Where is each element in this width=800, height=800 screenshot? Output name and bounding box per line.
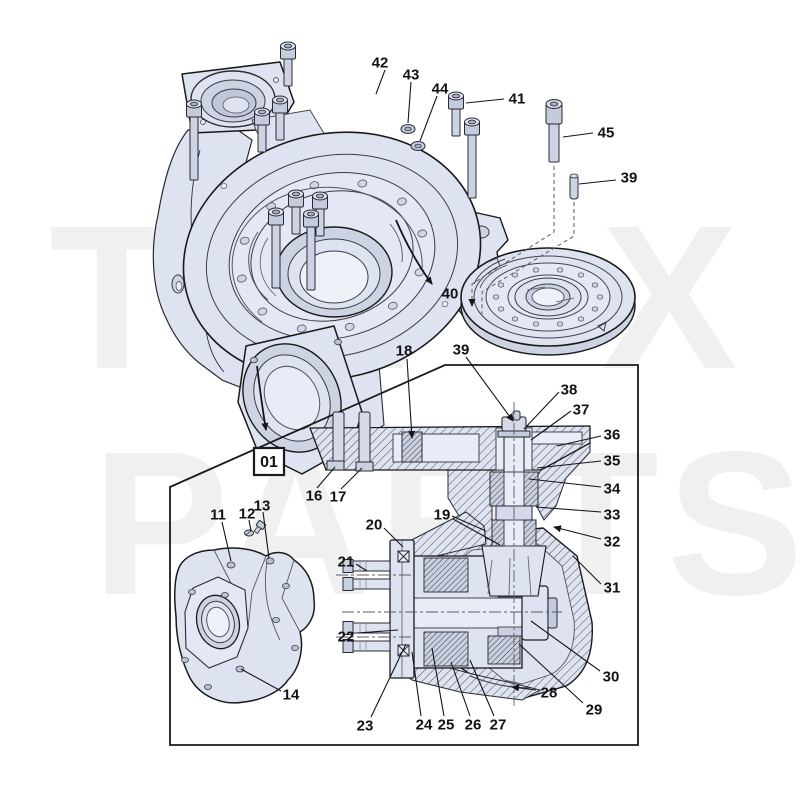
callout-label-28: 28 <box>541 685 558 702</box>
leader-line-32 <box>553 525 602 540</box>
leader-line-12 <box>248 519 252 532</box>
callout-label-26: 26 <box>465 717 482 734</box>
callout-label-12: 12 <box>239 506 256 523</box>
leader-line-25 <box>431 647 445 717</box>
arrow-to-detail-box <box>256 365 269 431</box>
leader-line-16 <box>316 466 336 489</box>
pin-39 <box>569 173 579 200</box>
leader-line-33 <box>535 506 602 513</box>
callout-label-41: 41 <box>509 91 526 108</box>
callout-label-38: 38 <box>561 382 578 399</box>
callout-label-11: 11 <box>210 507 226 524</box>
leader-line-11 <box>221 521 232 562</box>
callout-label-40: 40 <box>442 286 459 303</box>
callout-label-32: 32 <box>604 534 621 551</box>
leader-line-19 <box>451 515 487 532</box>
leader-line-17 <box>340 467 363 490</box>
callout-label-31: 31 <box>604 580 621 597</box>
callout-label-13: 13 <box>254 498 271 515</box>
callout-label-22: 22 <box>338 629 355 646</box>
callout-label-27: 27 <box>490 717 507 734</box>
callout-label-19: 19 <box>434 507 451 524</box>
arrow-to-cover-plate <box>395 219 433 285</box>
leader-line-43 <box>407 81 412 124</box>
leader-line-28 <box>511 684 537 692</box>
leader-line-14 <box>240 668 282 692</box>
leader-line-24 <box>411 651 422 717</box>
small-gearbox-housing <box>173 520 316 704</box>
leader-line-21 <box>355 563 368 572</box>
leader-line-44 <box>419 95 438 142</box>
leader-line-42 <box>375 69 386 95</box>
leader-line-39 <box>578 179 617 185</box>
leader-line-36 <box>556 435 602 447</box>
callout-label-35: 35 <box>604 453 621 470</box>
leader-line-20 <box>383 527 404 548</box>
leader-line-39 <box>465 356 514 422</box>
flange-studs <box>342 559 391 653</box>
callout-label-39: 39 <box>621 170 638 187</box>
leader-line-27 <box>469 659 495 717</box>
callout-label-39: 39 <box>453 342 470 359</box>
bolt-45 <box>545 99 563 163</box>
callout-label-33: 33 <box>604 507 621 524</box>
leader-line-35 <box>536 460 602 469</box>
cover-plate <box>460 247 636 356</box>
leader-line-38 <box>523 391 560 430</box>
leader-line-45 <box>562 132 594 138</box>
leader-line-22 <box>356 629 399 634</box>
callout-label-18: 18 <box>396 343 413 360</box>
callout-label-43: 43 <box>403 67 420 84</box>
callout-label-36: 36 <box>604 427 621 444</box>
leader-line-29 <box>518 643 584 704</box>
callout-label-24: 24 <box>416 717 433 734</box>
leader-line-41 <box>465 98 505 104</box>
leader-line-18 <box>406 358 416 439</box>
callout-label-25: 25 <box>438 717 455 734</box>
leader-line-26 <box>450 661 471 717</box>
callout-label-21: 21 <box>338 554 355 571</box>
leader-line-13 <box>262 511 270 559</box>
callout-label-14: 14 <box>283 687 300 704</box>
leader-line-23 <box>370 643 407 718</box>
callout-label-16: 16 <box>306 488 323 505</box>
callout-label-17: 17 <box>330 489 347 506</box>
leader-line-34 <box>528 478 602 488</box>
callout-label-44: 44 <box>432 81 449 98</box>
callout-label-34: 34 <box>604 481 621 498</box>
callout-label-37: 37 <box>573 402 590 419</box>
callout-label-29: 29 <box>586 702 603 719</box>
leader-line-37 <box>530 410 572 441</box>
leader-line-19 <box>452 518 501 546</box>
detail-box-label: 01 <box>260 454 278 471</box>
callout-label-23: 23 <box>357 718 374 735</box>
assembly-alignment-dashed-lines <box>468 166 575 314</box>
callout-label-20: 20 <box>366 517 383 534</box>
callout-label-45: 45 <box>598 125 615 142</box>
detail-box-tag <box>252 446 286 477</box>
leader-line-30 <box>530 620 601 672</box>
cross-section-view <box>309 402 593 706</box>
callout-label-42: 42 <box>372 55 389 72</box>
detail-box: 01 <box>169 364 639 746</box>
callout-label-30: 30 <box>603 669 620 686</box>
leader-line-31 <box>572 555 602 585</box>
